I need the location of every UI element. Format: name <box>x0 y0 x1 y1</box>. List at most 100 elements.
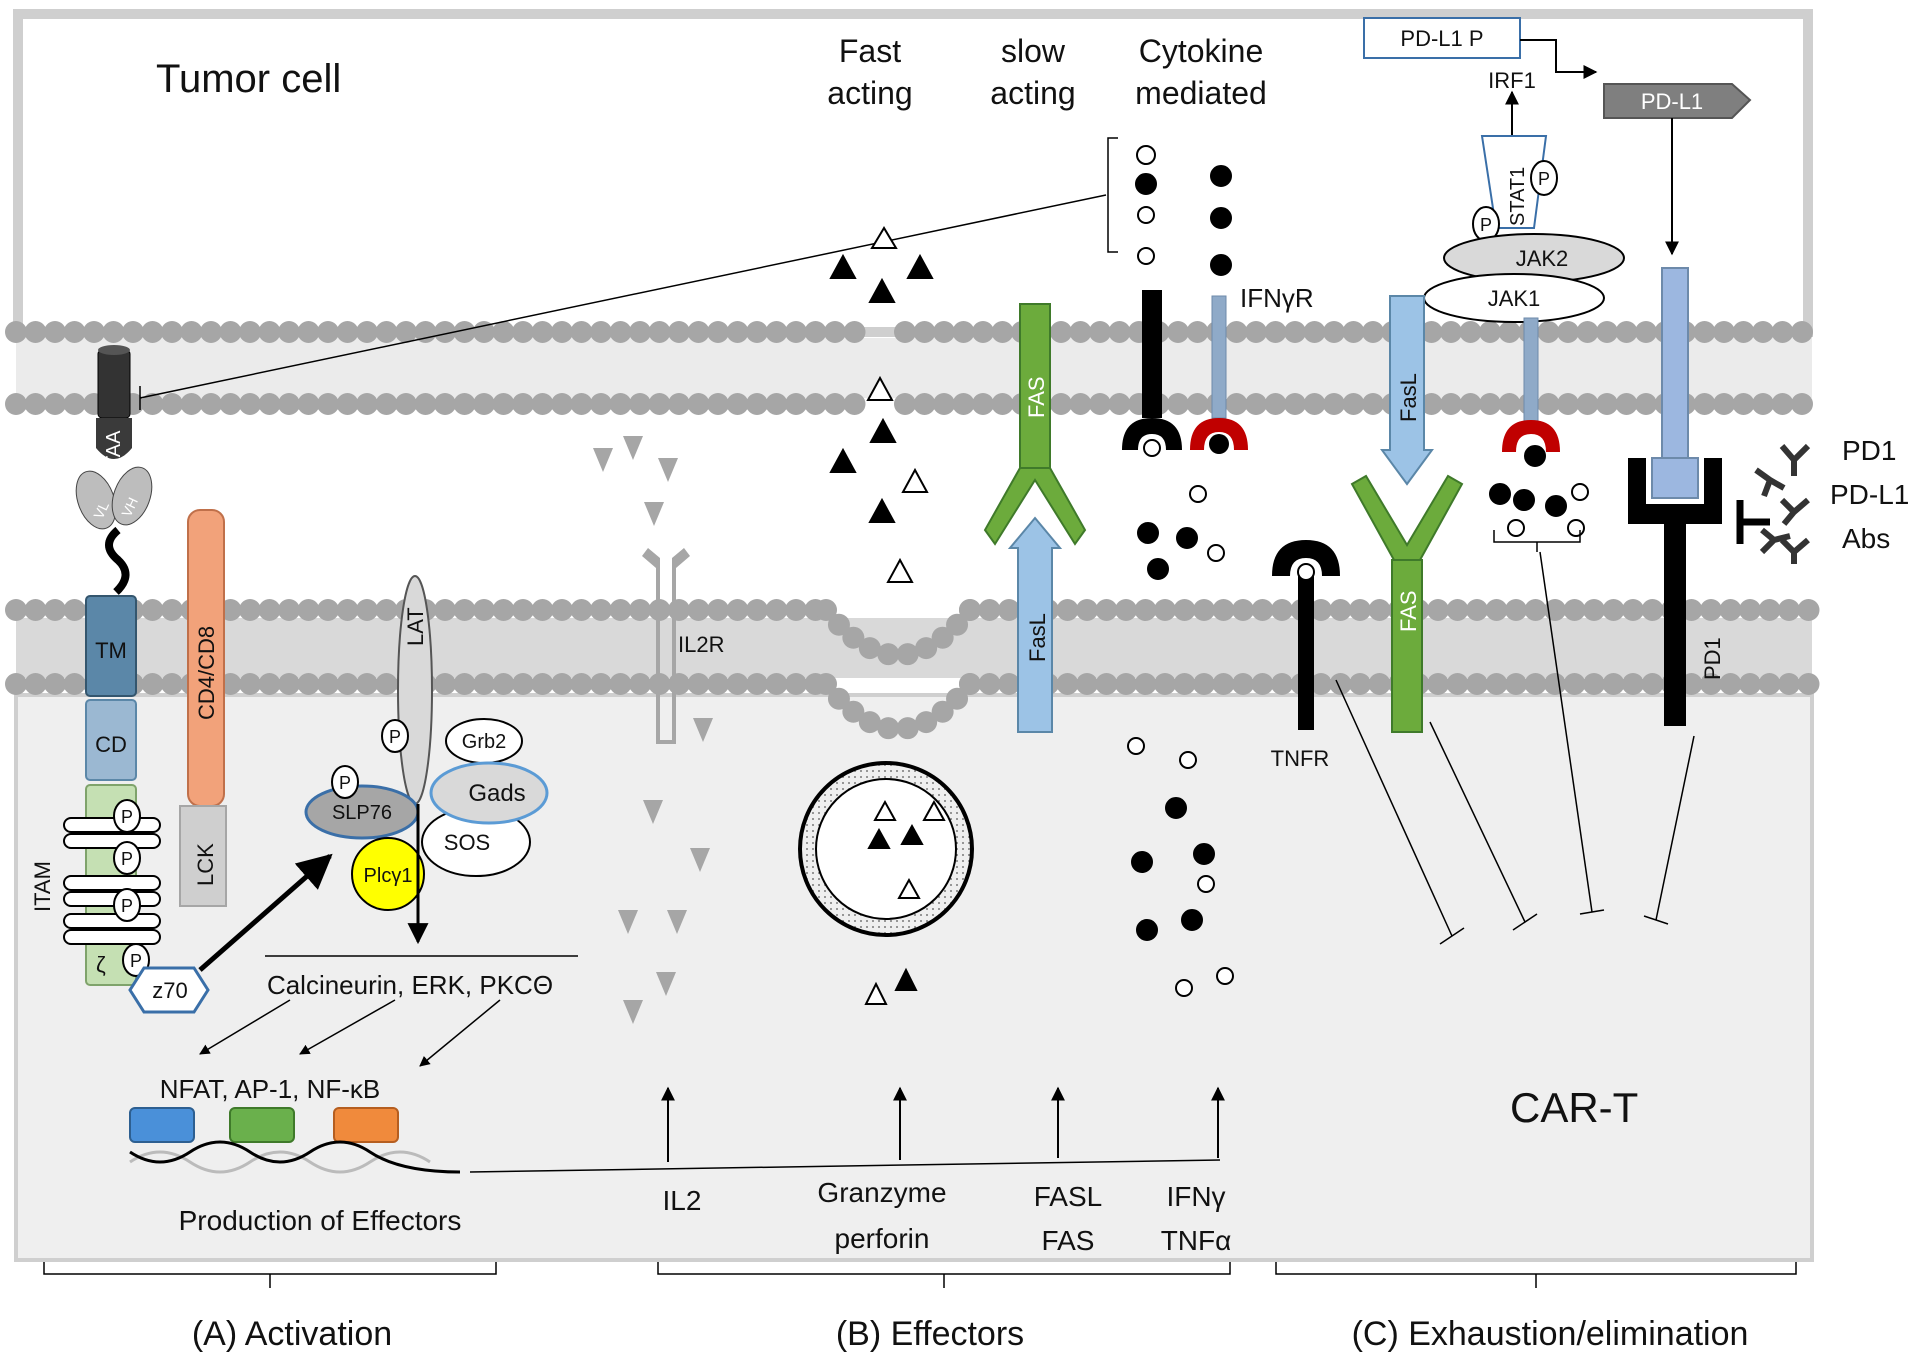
pdl1-promoter-label: PD-L1 P <box>1400 26 1483 51</box>
taa-cap <box>98 345 130 355</box>
car-hinge <box>105 526 130 595</box>
cytokine-bracket <box>1107 137 1118 253</box>
taa-stalk <box>97 349 131 419</box>
effector-output-line <box>469 1159 1221 1173</box>
stat1-phospho-2: P <box>1472 206 1500 242</box>
cd-label: CD <box>95 732 127 757</box>
svg-text:P: P <box>121 849 133 869</box>
cytokines-in-cleft <box>1137 485 1225 580</box>
bound-cytokine-solid <box>1209 434 1229 454</box>
cytokine-inhibits-taa <box>139 194 1107 399</box>
dna-strand-black <box>129 1140 461 1174</box>
itam-label: ITAM <box>30 861 55 912</box>
vh-label: VH <box>118 495 141 519</box>
jak1-label: JAK1 <box>1488 286 1541 311</box>
fas-tumor-label: FAS <box>1024 376 1049 418</box>
fasl-cart-arrow <box>1007 516 1063 733</box>
ifngr-cup <box>1190 418 1248 450</box>
fas-tumor-stem <box>1019 303 1051 471</box>
pdl1-gene-label: PD-L1 <box>1641 89 1703 114</box>
svg-text:P: P <box>339 773 351 793</box>
kinases-label: Calcineurin, ERK, PKCΘ <box>267 970 553 1000</box>
promoter-to-gene-arrow <box>1520 39 1598 79</box>
grb2-label: Grb2 <box>462 731 506 753</box>
brace-exhaustion <box>1275 1262 1797 1288</box>
svg-text:P: P <box>121 807 133 827</box>
brace-effectors <box>657 1262 1231 1288</box>
vh-domain <box>111 466 153 526</box>
abs-legend-label: Abs <box>1842 523 1890 554</box>
cytokine-receptor-cup <box>1122 418 1182 450</box>
ap1-box <box>229 1107 295 1143</box>
tm-label: TM <box>95 638 127 663</box>
car-tm-domain <box>85 595 137 697</box>
cd4-cd8-label: CD4/CD8 <box>194 626 219 720</box>
vl-label: VL <box>90 499 112 521</box>
slp76-label: SLP76 <box>332 802 392 824</box>
taa-antigen <box>96 418 132 459</box>
pdl1-head <box>1651 457 1699 499</box>
nfkb-box <box>333 1107 399 1143</box>
fas-cart-label: FAS <box>1396 590 1421 632</box>
kinase-arrow-2 <box>299 999 396 1055</box>
svg-text:P: P <box>389 727 401 747</box>
slp76-phospho: P <box>331 765 359 799</box>
plcg1 <box>351 837 425 911</box>
granule-contents <box>867 799 946 899</box>
section-activation-label: (A) Activation <box>192 1315 392 1353</box>
pd1-label: PD1 <box>1700 637 1725 680</box>
lat-phospho: P <box>381 719 409 753</box>
cytokine-receptor-stem <box>1142 290 1162 418</box>
granzyme-solid <box>894 967 918 991</box>
itam-phospho-3: P <box>113 888 141 922</box>
lat-label: LAT <box>403 607 428 646</box>
stat1-label: STAT1 <box>1507 167 1529 226</box>
ifng-bound <box>1489 445 1589 537</box>
svg-text:P: P <box>121 896 133 916</box>
tnfr-cup <box>1272 540 1340 576</box>
kinase-arrow-3 <box>419 999 501 1067</box>
exhaustion-inhibition-lines <box>1335 551 1695 945</box>
svg-text:P: P <box>130 951 142 971</box>
zap70-to-slp76-arrow <box>198 853 333 972</box>
ifngr-stem <box>1211 295 1227 419</box>
ifngr2-stem <box>1523 317 1539 423</box>
dna-strand-gray <box>129 1150 431 1174</box>
cytokines-in-tumor <box>1135 145 1232 276</box>
itam-motifs <box>63 817 161 945</box>
plcg1-label: Plcγ1 <box>364 865 413 887</box>
ifngr-label: IFNγR <box>1240 283 1314 313</box>
sos-label: SOS <box>444 830 490 855</box>
tumor-cell-label: Tumor cell <box>156 57 341 101</box>
granzyme-released <box>829 226 934 583</box>
tnfr-stem <box>1298 576 1314 730</box>
taa-label: TAA <box>103 430 125 468</box>
car-cd-domain <box>85 699 137 781</box>
fasl-tumor-arrow <box>1380 295 1434 486</box>
fas-cart-stem <box>1391 559 1423 733</box>
nfat-box <box>129 1107 195 1143</box>
stat1-phospho-1: P <box>1530 160 1558 196</box>
cytokines-in-cart <box>1127 737 1234 997</box>
il2r-label: IL2R <box>678 632 724 657</box>
checkpoint-blockade <box>1736 500 1770 544</box>
tumor-membrane <box>5 321 1823 415</box>
il2-molecules <box>593 436 713 1024</box>
fas-cart-arms <box>1350 474 1464 561</box>
tnfr-label: TNFR <box>1271 746 1330 771</box>
fasl-tumor-label: FasL <box>1396 373 1421 422</box>
brace-activation <box>43 1262 497 1288</box>
lck <box>179 805 227 907</box>
stat1 <box>1480 135 1548 229</box>
tnf-bound <box>1297 563 1315 581</box>
pdl1-legend-label: PD-L1 <box>1830 479 1909 510</box>
pdl1-promoter-box <box>1363 17 1521 59</box>
itam-phospho-1: P <box>113 799 141 833</box>
